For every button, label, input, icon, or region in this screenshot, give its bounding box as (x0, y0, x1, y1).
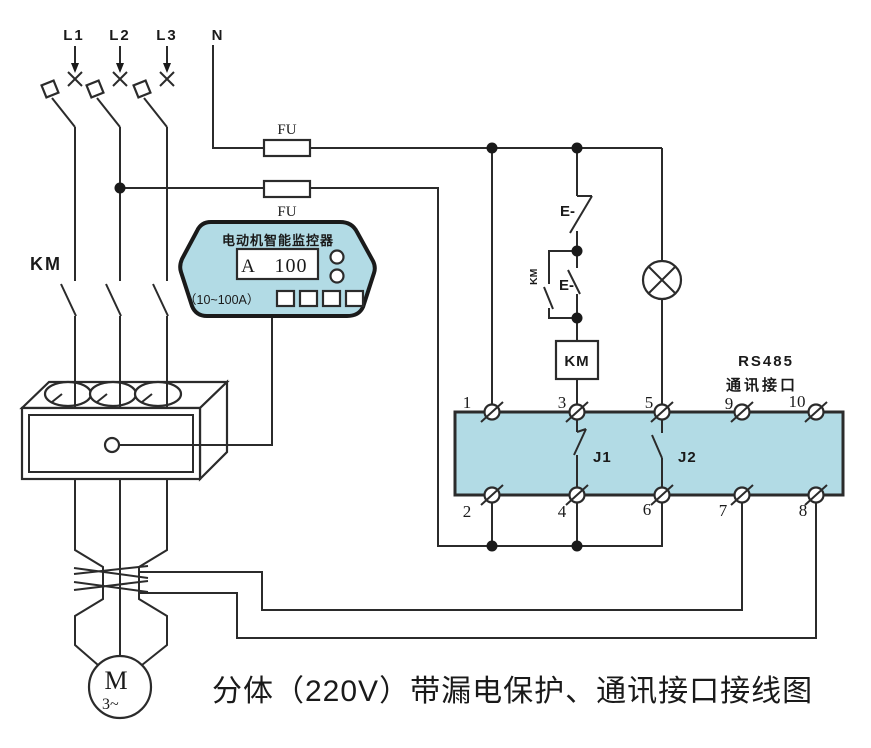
neutral-wire (212, 45, 662, 149)
monitor-led-1 (329, 249, 345, 265)
motor-circle (87, 654, 153, 720)
contactor-main-label: KM (30, 254, 62, 274)
terminal-9-label: 9 (725, 394, 734, 413)
monitor-title: 电动机智能监控器 (222, 233, 334, 248)
fuse-bottom-label: FU (277, 204, 296, 220)
terminal8-wire (139, 502, 817, 639)
terminal-8-label: 8 (799, 501, 808, 520)
fuse-top-label: FU (277, 122, 296, 138)
fuse-bottom-icon (262, 179, 312, 199)
terminal-2 (480, 484, 504, 506)
relay1-label: J1 (593, 449, 612, 466)
monitor-range-label: （10~100A） (184, 293, 259, 307)
contactor-main: KM (30, 127, 169, 408)
terminal-block-body (453, 410, 845, 497)
terminal-2-label: 2 (463, 502, 472, 521)
terminal-3-label: 3 (558, 393, 567, 412)
terminal-6-label: 6 (643, 500, 652, 519)
motor-phase-label: 3~ (102, 696, 119, 713)
breaker-icon-l3 (132, 46, 175, 128)
comm-wires (139, 502, 817, 639)
ct-monitor-lead (119, 316, 273, 446)
terminal-10 (804, 401, 828, 423)
relay1-contact (573, 419, 587, 488)
monitor-display-unit: A (241, 256, 255, 277)
control-return-wire (120, 187, 663, 547)
phase-l2-label: L2 (109, 27, 131, 44)
monitor-device: 电动机智能监控器 A 100 （10~100A） (178, 220, 377, 318)
rs485-sublabel: 通讯接口 (726, 376, 798, 394)
ct-ring-1 (43, 380, 93, 408)
phase-l3-label: L3 (156, 27, 178, 44)
neutral-label: N (212, 27, 223, 44)
terminal7-wire (139, 502, 743, 611)
monitor-button-1 (275, 289, 296, 308)
ct-box-front-inner (28, 414, 194, 473)
monitor-buttons (275, 289, 365, 308)
terminal-8 (804, 484, 828, 506)
terminal-block: J1 J2 1 3 5 9 10 2 4 6 7 8 RS485 通讯接口 (453, 353, 845, 521)
monitor-display-value: 100 (275, 255, 308, 277)
terminal-7-label: 7 (719, 501, 728, 520)
incoming-lines: L1 L2 L3 N (40, 27, 663, 547)
terminal-1-label: 1 (463, 393, 472, 412)
monitor-display (235, 247, 320, 281)
aux-contact (543, 250, 577, 319)
stop-button-contact (569, 148, 593, 251)
caption: 分体（220V）带漏电保护、通讯接口接线图 (212, 675, 813, 708)
phase-l1-label: L1 (63, 27, 85, 44)
contactor-coil-label: KM (564, 353, 589, 370)
ct-ring-ticks (51, 393, 153, 403)
terminal-7 (730, 484, 754, 506)
breaker-icon-l1 (40, 46, 83, 128)
current-transformer-box (19, 316, 273, 482)
fuses: FU FU (262, 122, 312, 220)
relay2-contact (651, 419, 663, 488)
terminal-4-label: 4 (558, 502, 567, 521)
monitor-button-4 (344, 289, 365, 308)
terminal-9 (730, 401, 754, 423)
monitor-button-3 (321, 289, 342, 308)
relay2-label: J2 (678, 449, 697, 466)
motor-assembly: M 3~ (73, 479, 168, 720)
terminal-5 (650, 401, 674, 423)
stop-button-label: E- (560, 203, 575, 220)
ct-through-wires (74, 382, 168, 408)
contactor-coil (554, 339, 600, 381)
motor-cable-left (74, 479, 104, 666)
monitor-button-2 (298, 289, 319, 308)
contactor-main-contacts (60, 127, 169, 408)
motor-letter: M (104, 666, 127, 695)
terminal-10-label: 10 (789, 392, 806, 411)
control-circuit: E- E- KM KM (491, 148, 683, 405)
motor-cable-right (138, 479, 168, 666)
lamp-icon (641, 259, 683, 301)
fuse-top-icon (262, 138, 312, 158)
terminal-1 (480, 401, 504, 423)
start-button-label: E- (559, 277, 574, 294)
cable-twist-marks (73, 565, 149, 593)
terminal-3 (565, 401, 589, 423)
monitor-led-2 (329, 268, 345, 284)
ct-output-terminal (103, 436, 121, 454)
ct-ring-2 (88, 380, 138, 408)
breaker-icon-l2 (85, 46, 128, 128)
aux-contact-label: KM (528, 268, 540, 285)
junction-dots (114, 142, 583, 552)
terminal-5-label: 5 (645, 393, 654, 412)
rs485-label: RS485 (738, 353, 794, 370)
terminal-4 (565, 484, 589, 506)
ct-ring-3 (133, 380, 183, 408)
terminal-6 (650, 484, 674, 506)
